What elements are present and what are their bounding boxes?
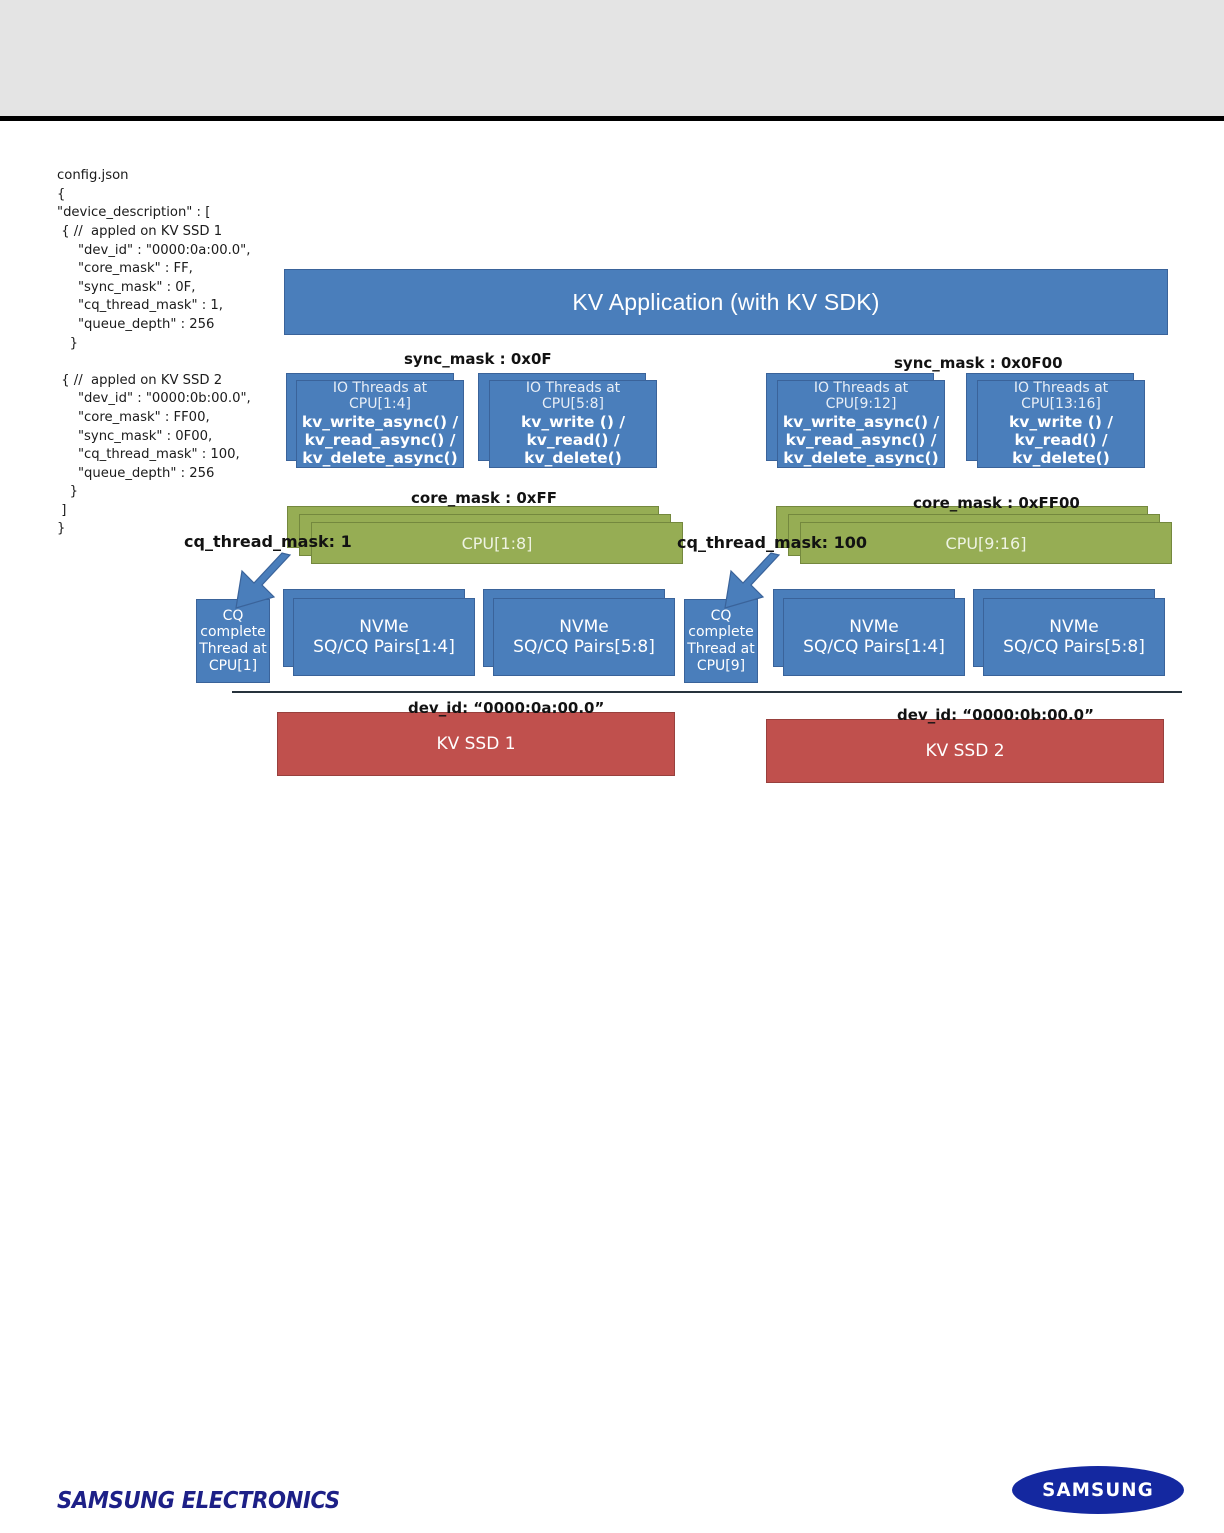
cpu-bar-right-cpu-9-16: CPU[9:16] — [800, 522, 1172, 564]
kv-application-banner: KV Application (with KV SDK) — [284, 269, 1168, 335]
kv-application-banner-label: KV Application (with KV SDK) — [572, 288, 880, 315]
io-threads-box-cpu-13-16: IO Threads at CPU[13:16] kv_write () / k… — [977, 380, 1145, 468]
nvme-pairs-2-line-2: SQ/CQ Pairs[5:8] — [513, 637, 655, 657]
cq-complete-thread-box-cpu-9: CQ complete Thread at CPU[9] — [684, 599, 758, 683]
io-threads-2-header: IO Threads at CPU[5:8] — [525, 379, 621, 412]
io-threads-1-line-2: kv_read_async() / — [304, 431, 456, 450]
cpu-bar-left-cpu-1-8: CPU[1:8] — [311, 522, 683, 564]
io-threads-box-cpu-5-8: IO Threads at CPU[5:8] kv_write () / kv_… — [489, 380, 657, 468]
cq-thread-arrow-right — [724, 552, 781, 609]
cq-thread-left-line-3: Thread at — [199, 641, 267, 657]
dev-id-right-label: dev_id: “0000:0b:00.0” — [897, 706, 1094, 724]
nvme-pairs-3-line-1: NVMe — [849, 616, 899, 637]
io-threads-2-line-2: kv_read() / — [526, 431, 620, 450]
nvme-pairs-box-5-8-right: NVMe SQ/CQ Pairs[5:8] — [983, 598, 1165, 676]
nvme-pairs-1-line-1: NVMe — [359, 616, 409, 637]
io-threads-box-cpu-1-4: IO Threads at CPU[1:4] kv_write_async() … — [296, 380, 464, 468]
core-mask-right-label: core_mask : 0xFF00 — [913, 494, 1080, 512]
kv-ssd-2-label: KV SSD 2 — [925, 741, 1005, 761]
cq-thread-mask-left-label: cq_thread_mask: 1 — [184, 532, 352, 551]
kv-ssd-1-box: KV SSD 1 — [277, 712, 675, 776]
footer-company-name: SAMSUNG ELECTRONICS — [57, 1488, 340, 1514]
cq-thread-right-line-4: CPU[9] — [696, 657, 746, 674]
cpu-bar-right-label: CPU[9:16] — [945, 533, 1027, 553]
page-header-band — [0, 0, 1224, 116]
kv-ssd-1-label: KV SSD 1 — [436, 734, 516, 754]
dev-id-left-label: dev_id: “0000:0a:00.0” — [408, 699, 605, 717]
nvme-pairs-4-line-2: SQ/CQ Pairs[5:8] — [1003, 637, 1145, 657]
io-threads-2-line-3: kv_delete() — [524, 448, 622, 467]
samsung-logo-wordmark: SAMSUNG — [1042, 1479, 1154, 1501]
samsung-logo: SAMSUNG — [1012, 1466, 1184, 1514]
cq-thread-right-line-3: Thread at — [687, 641, 755, 657]
samsung-logo-ellipse — [1012, 1466, 1184, 1514]
device-boundary-rule — [232, 691, 1182, 693]
kv-ssd-2-box: KV SSD 2 — [766, 719, 1164, 783]
nvme-pairs-1-line-2: SQ/CQ Pairs[1:4] — [313, 637, 455, 657]
nvme-pairs-box-1-4-right: NVMe SQ/CQ Pairs[1:4] — [783, 598, 965, 676]
io-threads-3-line-3: kv_delete_async() — [783, 448, 939, 467]
sync-mask-left-label: sync_mask : 0x0F — [404, 350, 552, 368]
cq-thread-right-line-2: complete — [688, 624, 754, 641]
sync-mask-right-label: sync_mask : 0x0F00 — [894, 354, 1063, 372]
io-threads-4-line-2: kv_read() / — [1014, 431, 1108, 450]
io-threads-2-line-1: kv_write () / — [521, 413, 625, 432]
nvme-pairs-box-5-8-left: NVMe SQ/CQ Pairs[5:8] — [493, 598, 675, 676]
header-divider-rule — [0, 116, 1224, 121]
cq-thread-left-line-4: CPU[1] — [208, 657, 258, 674]
io-threads-3-header: IO Threads at CPU[9:12] — [813, 379, 909, 412]
cq-thread-right-line-1: CQ — [710, 607, 732, 624]
core-mask-left-label: core_mask : 0xFF — [411, 489, 557, 507]
io-threads-4-line-1: kv_write () / — [1009, 413, 1113, 432]
nvme-pairs-3-line-2: SQ/CQ Pairs[1:4] — [803, 637, 945, 657]
cpu-bar-left-label: CPU[1:8] — [461, 533, 533, 553]
io-threads-4-line-3: kv_delete() — [1012, 448, 1110, 467]
io-threads-3-line-1: kv_write_async() / — [782, 413, 940, 432]
nvme-pairs-4-line-1: NVMe — [1049, 616, 1099, 637]
io-threads-3-line-2: kv_read_async() / — [785, 431, 937, 450]
io-threads-4-header: IO Threads at CPU[13:16] — [1013, 379, 1109, 412]
cq-thread-left-line-2: complete — [200, 624, 266, 641]
slide-canvas: config.json { "device_description" : [ {… — [0, 121, 1224, 1461]
cq-thread-left-line-1: CQ — [222, 607, 244, 624]
io-threads-1-line-3: kv_delete_async() — [302, 448, 458, 467]
io-threads-1-header: IO Threads at CPU[1:4] — [332, 379, 428, 412]
config-json-listing: config.json { "device_description" : [ {… — [57, 168, 251, 537]
io-threads-box-cpu-9-12: IO Threads at CPU[9:12] kv_write_async()… — [777, 380, 945, 468]
io-threads-1-line-1: kv_write_async() / — [301, 413, 459, 432]
cq-thread-arrow-left — [235, 552, 292, 609]
cq-thread-mask-right-label: cq_thread_mask: 100 — [677, 533, 867, 552]
nvme-pairs-box-1-4-left: NVMe SQ/CQ Pairs[1:4] — [293, 598, 475, 676]
cq-complete-thread-box-cpu-1: CQ complete Thread at CPU[1] — [196, 599, 270, 683]
nvme-pairs-2-line-1: NVMe — [559, 616, 609, 637]
